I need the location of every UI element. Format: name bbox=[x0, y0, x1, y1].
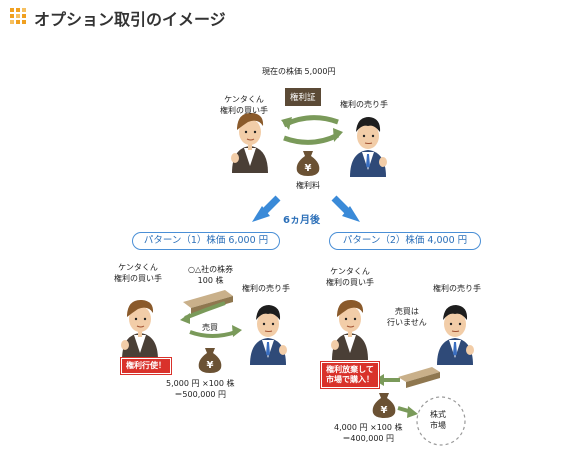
market-circle bbox=[416, 396, 466, 446]
p2-market-label: 株式 市場 bbox=[430, 409, 446, 431]
current-price: 現在の株価 5,000円 bbox=[262, 67, 336, 76]
top-buyer-name: ケンタくん bbox=[224, 95, 264, 104]
top-seller-figure bbox=[349, 116, 388, 178]
p2-buyer-name: ケンタくん bbox=[330, 267, 370, 276]
p2-abandon-1: 権利放棄して bbox=[326, 365, 374, 374]
p1-seller-role: 権利の売り手 bbox=[242, 284, 290, 293]
p2-no-trade-1: 売買は bbox=[394, 307, 419, 316]
top-buyer-figure bbox=[230, 112, 269, 174]
p2-buyer-figure bbox=[330, 299, 369, 361]
p2-no-trade-2: 行いません bbox=[387, 318, 427, 327]
p2-no-trade: 売買は 行いません bbox=[387, 306, 427, 328]
p1-buyer-label: ケンタくん 権利の買い手 bbox=[114, 262, 162, 284]
p1-buyer-role: 権利の買い手 bbox=[114, 274, 162, 283]
p2-moneybag bbox=[372, 393, 396, 418]
top-buyer-label: ケンタくん 権利の買い手 bbox=[220, 94, 268, 116]
p2-abandon-badge: 権利放棄して 市場で購入！ bbox=[321, 362, 379, 388]
p2-seller-role: 権利の売り手 bbox=[433, 284, 481, 293]
p1-stock-label-2: 100 株 bbox=[197, 276, 224, 285]
p2-buyer-label: ケンタくん 権利の買い手 bbox=[326, 266, 374, 288]
p1-calc-2: ＝500,000 円 bbox=[174, 390, 227, 399]
page-title: オプション取引のイメージ bbox=[34, 10, 226, 29]
p1-calc: 5,000 円 ×100 株 ＝500,000 円 bbox=[166, 378, 235, 400]
top-moneybag bbox=[296, 151, 320, 176]
pattern1-pill: パターン（1）株価 6,000 円 bbox=[132, 232, 280, 250]
p1-moneybag bbox=[198, 348, 222, 373]
pattern2-pill: パターン（2）株価 4,000 円 bbox=[329, 232, 481, 250]
p1-stock-label-1: ○△社の株券 bbox=[188, 265, 234, 274]
p2-stock-certificate bbox=[398, 367, 440, 388]
p2-calc-1: 4,000 円 ×100 株 bbox=[334, 423, 403, 432]
grid-bullet-icon bbox=[10, 8, 26, 24]
p1-buyer-figure bbox=[120, 299, 159, 361]
top-certificate-badge: 権利証 bbox=[285, 88, 321, 106]
p2-buyer-role: 権利の買い手 bbox=[326, 278, 374, 287]
p2-abandon-2: 市場で購入！ bbox=[326, 375, 374, 384]
top-premium-label: 権利料 bbox=[296, 181, 320, 190]
p1-calc-1: 5,000 円 ×100 株 bbox=[166, 379, 235, 388]
p2-market-2: 市場 bbox=[430, 421, 446, 430]
p2-market-1: 株式 bbox=[430, 410, 446, 419]
six-months-later: 6ヵ月後 bbox=[283, 215, 320, 226]
top-buyer-role: 権利の買い手 bbox=[220, 106, 268, 115]
p2-calc-2: ＝400,000 円 bbox=[342, 434, 395, 443]
p1-stock-label: ○△社の株券 100 株 bbox=[188, 264, 233, 286]
top-seller-role: 権利の売り手 bbox=[340, 100, 388, 109]
p1-exercise-badge: 権利行使！ bbox=[121, 358, 171, 374]
p1-seller-figure bbox=[249, 304, 288, 366]
p1-trade-label: 売買 bbox=[202, 323, 218, 332]
p2-seller-figure bbox=[436, 304, 475, 366]
p2-calc: 4,000 円 ×100 株 ＝400,000 円 bbox=[334, 422, 403, 444]
p1-buyer-name: ケンタくん bbox=[118, 263, 158, 272]
